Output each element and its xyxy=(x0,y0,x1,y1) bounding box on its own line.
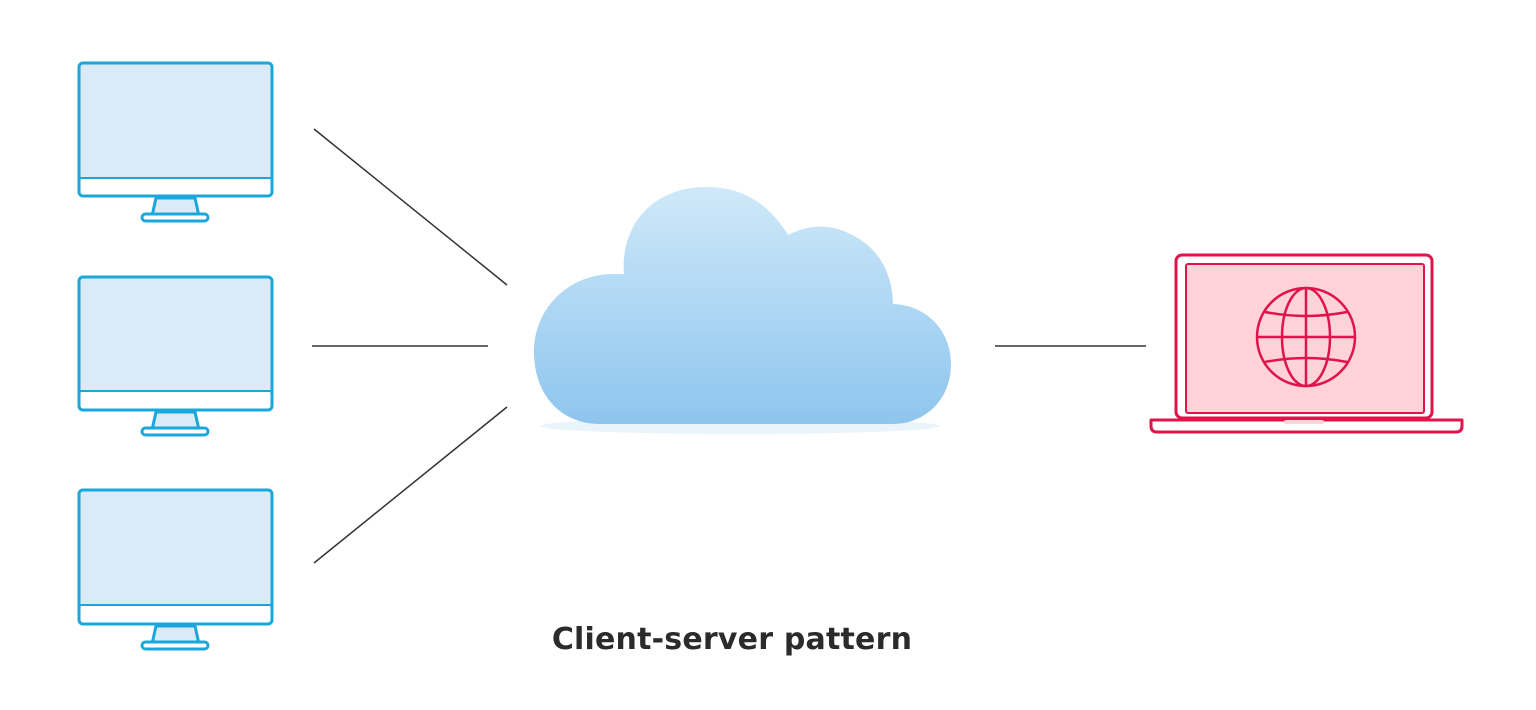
globe-icon xyxy=(1255,286,1357,388)
connector-client-1 xyxy=(313,128,508,286)
cloud-icon xyxy=(534,186,951,434)
client-monitor-2 xyxy=(77,275,274,437)
connector-client-3 xyxy=(313,406,508,564)
diagram-caption: Client-server pattern xyxy=(551,622,913,657)
client-monitor-1 xyxy=(77,61,274,223)
client-monitor-3 xyxy=(77,488,274,651)
